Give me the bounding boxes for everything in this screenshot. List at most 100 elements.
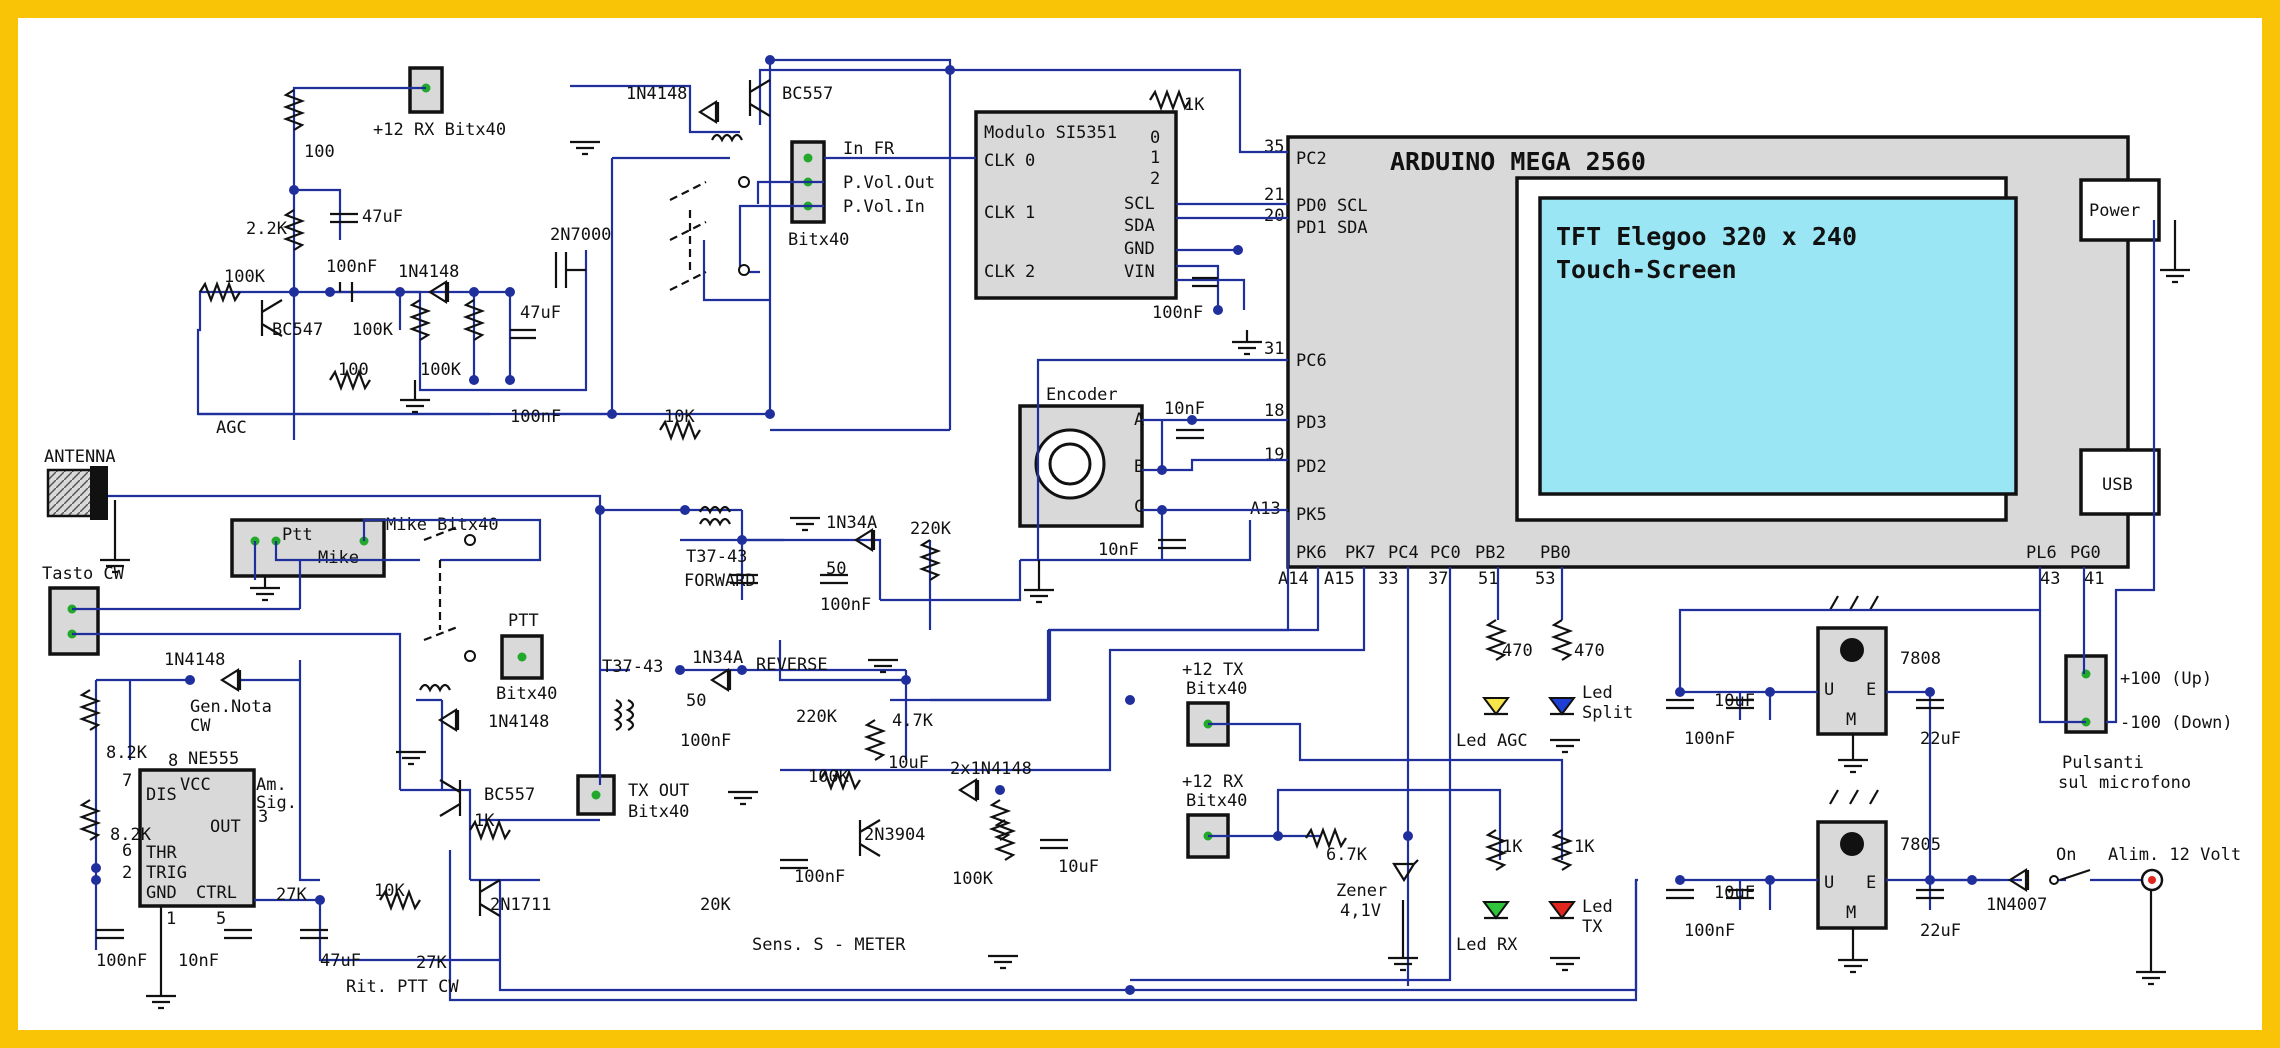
svg-text:100nF: 100nF [1684,729,1735,749]
svg-text:Bitx40: Bitx40 [1186,679,1247,699]
svg-text:100K: 100K [224,267,266,287]
svg-text:100nF: 100nF [1684,921,1735,941]
svg-text:33: 33 [1378,569,1398,589]
svg-text:1K: 1K [1574,837,1595,857]
part-values: 100 2.2K 47uF 100K 100nF 1N4148 47uF BC5… [96,84,2047,973]
svg-text:47uF: 47uF [520,303,561,323]
svg-text:Pulsanti: Pulsanti [2062,753,2144,773]
svg-text:PB2: PB2 [1475,543,1506,563]
svg-text:PK7: PK7 [1345,543,1376,563]
svg-text:ANTENNA: ANTENNA [44,447,116,467]
svg-text:100nF: 100nF [794,867,845,887]
svg-text:Split: Split [1582,703,1633,723]
svg-text:100K: 100K [952,869,994,889]
svg-text:1N4148: 1N4148 [164,650,225,670]
svg-text:100nF: 100nF [1152,303,1203,323]
annotations: AGC FORWARD REVERSE T37-43 T37-43 Sens. … [190,418,2241,997]
svg-text:20K: 20K [700,895,731,915]
components: ANTENNA [44,79,2190,1010]
svg-text:SDA: SDA [1124,216,1155,236]
svg-text:470: 470 [1574,641,1605,661]
arduino-mega: ARDUINO MEGA 2560 TFT Elegoo 320 x 240 T… [1250,135,2161,589]
svg-text:2N7000: 2N7000 [550,225,611,245]
svg-text:8.2K: 8.2K [110,825,152,845]
svg-text:220K: 220K [796,707,838,727]
svg-text:Bitx40: Bitx40 [788,230,849,250]
svg-text:Tasto CW: Tasto CW [42,564,125,584]
svg-text:CW: CW [190,716,211,736]
rotary-encoder: Encoder A B C [1018,385,1144,528]
svg-text:E: E [1866,873,1876,893]
svg-text:CLK 2: CLK 2 [984,262,1035,282]
ne555-chip: NE555 DIS VCC THR TRIG GND CTRL OUT 7 8 … [122,749,268,929]
svg-text:2N3904: 2N3904 [864,825,925,845]
svg-text:A: A [1134,410,1144,430]
svg-text:+12 RX: +12 RX [1182,772,1244,792]
svg-text:1K: 1K [474,811,495,831]
svg-text:On: On [2056,845,2076,865]
svg-text:37: 37 [1428,569,1448,589]
svg-text:Led: Led [1582,683,1613,703]
usb-port [2079,448,2161,516]
svg-text:VCC: VCC [180,775,211,795]
svg-text:Sig.: Sig. [256,793,297,813]
svg-text:6: 6 [122,841,132,861]
svg-text:PC0: PC0 [1430,543,1461,563]
svg-text:PC4: PC4 [1388,543,1419,563]
svg-text:Alim. 12 Volt: Alim. 12 Volt [2108,845,2241,865]
svg-text:M: M [1846,903,1856,923]
tft-screen [1538,196,2018,496]
svg-text:VIN: VIN [1124,262,1155,282]
svg-text:Modulo SI5351: Modulo SI5351 [984,123,1117,143]
bitx40-connector: In FR P.Vol.Out P.Vol.In Bitx40 [788,139,935,250]
svg-text:22uF: 22uF [1920,729,1961,749]
antenna-icon [46,468,96,518]
svg-text:-100 (Down): -100 (Down) [2120,713,2233,733]
svg-text:27K: 27K [416,953,447,973]
svg-text:10nF: 10nF [1098,540,1139,560]
terminal-blocks: +12 RX Bitx40 Tasto CW Ptt Mike Mike Bit… [42,66,2233,859]
svg-text:PD2: PD2 [1296,457,1327,477]
svg-text:10nF: 10nF [178,951,219,971]
svg-text:PL6: PL6 [2026,543,2057,563]
svg-text:4.7K: 4.7K [892,711,934,731]
svg-text:19: 19 [1264,445,1284,465]
svg-text:Led AGC: Led AGC [1456,731,1528,751]
svg-text:+12 TX: +12 TX [1182,660,1244,680]
svg-text:PD3: PD3 [1296,413,1327,433]
power-jack [2079,178,2161,242]
svg-text:2: 2 [1150,169,1160,189]
svg-text:PB0: PB0 [1540,543,1571,563]
svg-text:P.Vol.In: P.Vol.In [843,197,925,217]
svg-text:100nF: 100nF [820,595,871,615]
svg-text:Mike: Mike [318,548,359,568]
svg-text:47uF: 47uF [362,207,403,227]
svg-text:TRIG: TRIG [146,863,187,883]
svg-text:T37-43: T37-43 [686,547,747,567]
svg-text:U: U [1824,680,1834,700]
arduino-title: ARDUINO MEGA 2560 [1390,147,1646,176]
svg-text:T37-43: T37-43 [602,657,663,677]
svg-text:In FR: In FR [843,139,895,159]
svg-text:8.2K: 8.2K [106,743,148,763]
svg-text:8: 8 [168,751,178,771]
svg-text:THR: THR [146,843,177,863]
svg-text:+100 (Up): +100 (Up) [2120,669,2212,689]
svg-text:CLK 0: CLK 0 [984,151,1035,171]
svg-text:41: 41 [2084,569,2104,589]
svg-text:PD0 SCL: PD0 SCL [1296,196,1368,216]
svg-text:GND: GND [146,883,177,903]
svg-text:BC557: BC557 [484,785,535,805]
svg-text:M: M [1846,710,1856,730]
svg-text:10uF: 10uF [1714,691,1755,711]
svg-text:BC557: BC557 [782,84,833,104]
svg-text:100nF: 100nF [326,257,377,277]
svg-text:PTT: PTT [508,611,539,631]
svg-text:B: B [1134,457,1144,477]
svg-text:Ptt: Ptt [282,525,313,545]
svg-text:FORWARD: FORWARD [684,571,756,591]
svg-text:NE555: NE555 [188,749,239,769]
svg-text:100: 100 [338,360,369,380]
svg-text:10K: 10K [664,407,695,427]
